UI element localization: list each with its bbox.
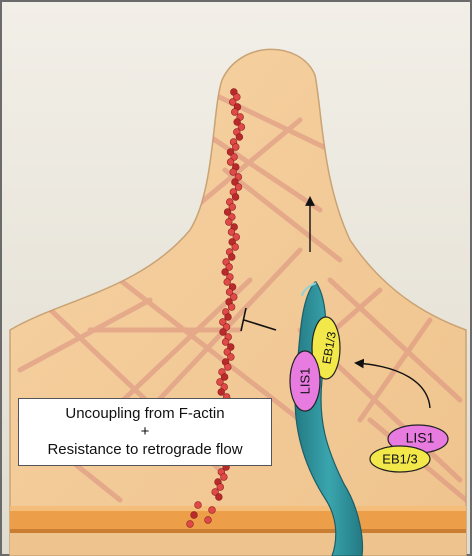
- caption-line-3: Resistance to retrograde flow: [47, 441, 242, 459]
- membrane-highlight: [10, 506, 466, 511]
- actin-bead: [232, 244, 239, 251]
- eb13-free-label: EB1/3: [382, 451, 417, 466]
- actin-bead: [227, 354, 234, 361]
- caption-box: Uncoupling from F-actin + Resistance to …: [18, 398, 272, 466]
- actin-bead: [224, 364, 231, 371]
- membrane-shadow: [10, 529, 466, 533]
- actin-bead: [232, 144, 239, 151]
- actin-bead: [231, 109, 238, 116]
- actin-bead: [220, 474, 227, 481]
- actin-bead: [230, 169, 237, 176]
- actin-bead: [191, 512, 198, 519]
- actin-bead: [220, 329, 227, 336]
- actin-bead: [224, 279, 231, 286]
- caption-line-1: Uncoupling from F-actin: [65, 405, 224, 423]
- membrane-band: [10, 510, 466, 530]
- caption-line-2: +: [141, 423, 150, 441]
- actin-bead: [215, 494, 222, 501]
- actin-bead: [232, 194, 239, 201]
- actin-bead: [187, 521, 194, 528]
- lis1-free-label: LIS1: [406, 430, 435, 446]
- actin-bead: [228, 304, 235, 311]
- actin-bead: [209, 507, 216, 514]
- lower-cytoplasm: [10, 533, 466, 555]
- actin-bead: [218, 389, 225, 396]
- lis1-bound-label: LIS1: [297, 368, 312, 395]
- actin-bead: [235, 184, 242, 191]
- actin-bead: [228, 254, 235, 261]
- actin-bead: [205, 517, 212, 524]
- actin-bead: [225, 314, 232, 321]
- actin-bead: [227, 159, 234, 166]
- actin-bead: [225, 219, 232, 226]
- actin-bead: [195, 502, 202, 509]
- actin-bead: [222, 339, 229, 346]
- actin-bead: [217, 484, 224, 491]
- actin-bead: [236, 134, 243, 141]
